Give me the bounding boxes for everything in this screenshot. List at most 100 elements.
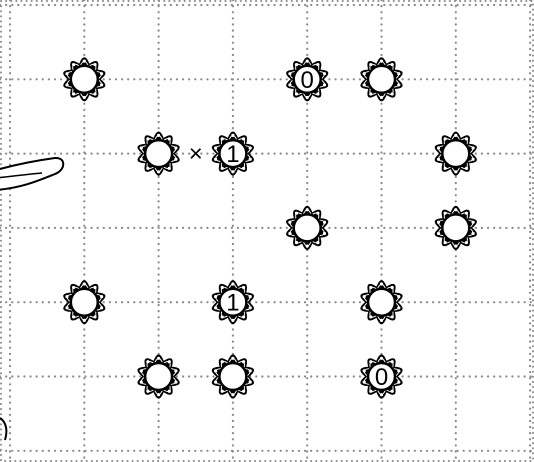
petal-dot <box>174 369 177 372</box>
petal-dot <box>363 72 366 75</box>
petal-dot <box>454 245 457 248</box>
petal-dot <box>72 286 75 289</box>
petal-dot <box>306 208 309 211</box>
flower-center <box>71 66 98 93</box>
petal-dot <box>231 134 234 137</box>
petal-dot <box>72 63 75 66</box>
flower-cell[interactable]: 0 <box>360 354 402 398</box>
petal-dot <box>323 221 326 224</box>
petal-dot <box>380 319 383 322</box>
petal-dot <box>306 96 309 99</box>
petal-dot <box>231 357 234 360</box>
petal-dot <box>472 158 475 161</box>
petal-dot <box>221 315 224 318</box>
flower-cell[interactable] <box>360 280 402 324</box>
flower-cell[interactable] <box>286 206 328 250</box>
petal-dot <box>444 167 447 170</box>
flower-cell[interactable] <box>137 354 179 398</box>
petal-dot <box>231 393 234 396</box>
flower-center <box>442 214 469 241</box>
flower-cell[interactable] <box>63 280 105 324</box>
petal-dot <box>100 83 103 86</box>
flower-center <box>145 363 172 390</box>
petal-dot <box>168 390 171 393</box>
petal-dot <box>316 212 319 215</box>
petal-dot <box>72 315 75 318</box>
petal-dot <box>363 83 366 86</box>
pointing-hand-icon <box>0 158 63 190</box>
flower-cell[interactable] <box>435 132 477 176</box>
flower-center <box>219 363 246 390</box>
flower-center <box>442 140 469 167</box>
flower-cell[interactable]: 1 <box>212 132 254 176</box>
petal-dot <box>316 63 319 66</box>
petal-dot <box>249 369 252 372</box>
petal-dot <box>369 286 372 289</box>
flower-center <box>145 140 172 167</box>
petal-dot <box>242 137 245 140</box>
petal-dot <box>157 134 160 137</box>
petal-dot <box>363 369 366 372</box>
petal-dot <box>242 286 245 289</box>
petal-dot <box>391 63 394 66</box>
petal-dot <box>174 381 177 384</box>
petal-dot <box>391 92 394 95</box>
flower-cell[interactable] <box>360 57 402 101</box>
petal-dot <box>140 158 143 161</box>
petal-dot <box>157 393 160 396</box>
flower-cell[interactable] <box>212 354 254 398</box>
petal-dot <box>323 83 326 86</box>
petal-dot <box>168 137 171 140</box>
petal-dot <box>249 158 252 161</box>
petal-dot <box>391 315 394 318</box>
petal-dot <box>249 295 252 298</box>
flower-center <box>71 289 98 316</box>
petal-dot <box>242 315 245 318</box>
petal-dot <box>65 83 68 86</box>
petal-dot <box>465 241 468 244</box>
petal-dot <box>437 146 440 149</box>
petal-dot <box>93 92 96 95</box>
petal-dot <box>93 286 96 289</box>
petal-dot <box>140 369 143 372</box>
petal-dot <box>437 232 440 235</box>
petal-dot <box>397 369 400 372</box>
petal-dot <box>249 381 252 384</box>
petal-dot <box>465 212 468 215</box>
flower-center <box>294 214 321 241</box>
petal-dot <box>214 146 217 149</box>
petal-dot <box>454 134 457 137</box>
petal-dot <box>306 60 309 63</box>
petal-dot <box>306 245 309 248</box>
petal-dot <box>437 158 440 161</box>
petal-dot <box>100 306 103 309</box>
petal-dot <box>231 282 234 285</box>
petal-dot <box>214 369 217 372</box>
petal-dot <box>83 96 86 99</box>
petal-dot <box>369 360 372 363</box>
petal-dot <box>231 319 234 322</box>
petal-dot <box>242 360 245 363</box>
petal-dot <box>83 282 86 285</box>
flower-cell[interactable]: 0 <box>286 57 328 101</box>
petal-dot <box>391 360 394 363</box>
petal-dot <box>221 360 224 363</box>
petal-dot <box>231 170 234 173</box>
flower-cell[interactable]: 1 <box>212 280 254 324</box>
petal-dot <box>454 208 457 211</box>
petal-dot <box>397 381 400 384</box>
petal-dot <box>369 390 372 393</box>
petal-dot <box>397 306 400 309</box>
flower-center <box>368 66 395 93</box>
petal-dot <box>454 170 457 173</box>
petal-dot <box>146 167 149 170</box>
cross-marker: × <box>189 141 203 168</box>
flower-cell[interactable] <box>435 206 477 250</box>
petal-dot <box>65 72 68 75</box>
flower-cell[interactable] <box>137 132 179 176</box>
flower-cell[interactable] <box>63 57 105 101</box>
petal-dot <box>214 295 217 298</box>
petal-dot <box>174 146 177 149</box>
flower-clue-label: 1 <box>226 141 239 168</box>
